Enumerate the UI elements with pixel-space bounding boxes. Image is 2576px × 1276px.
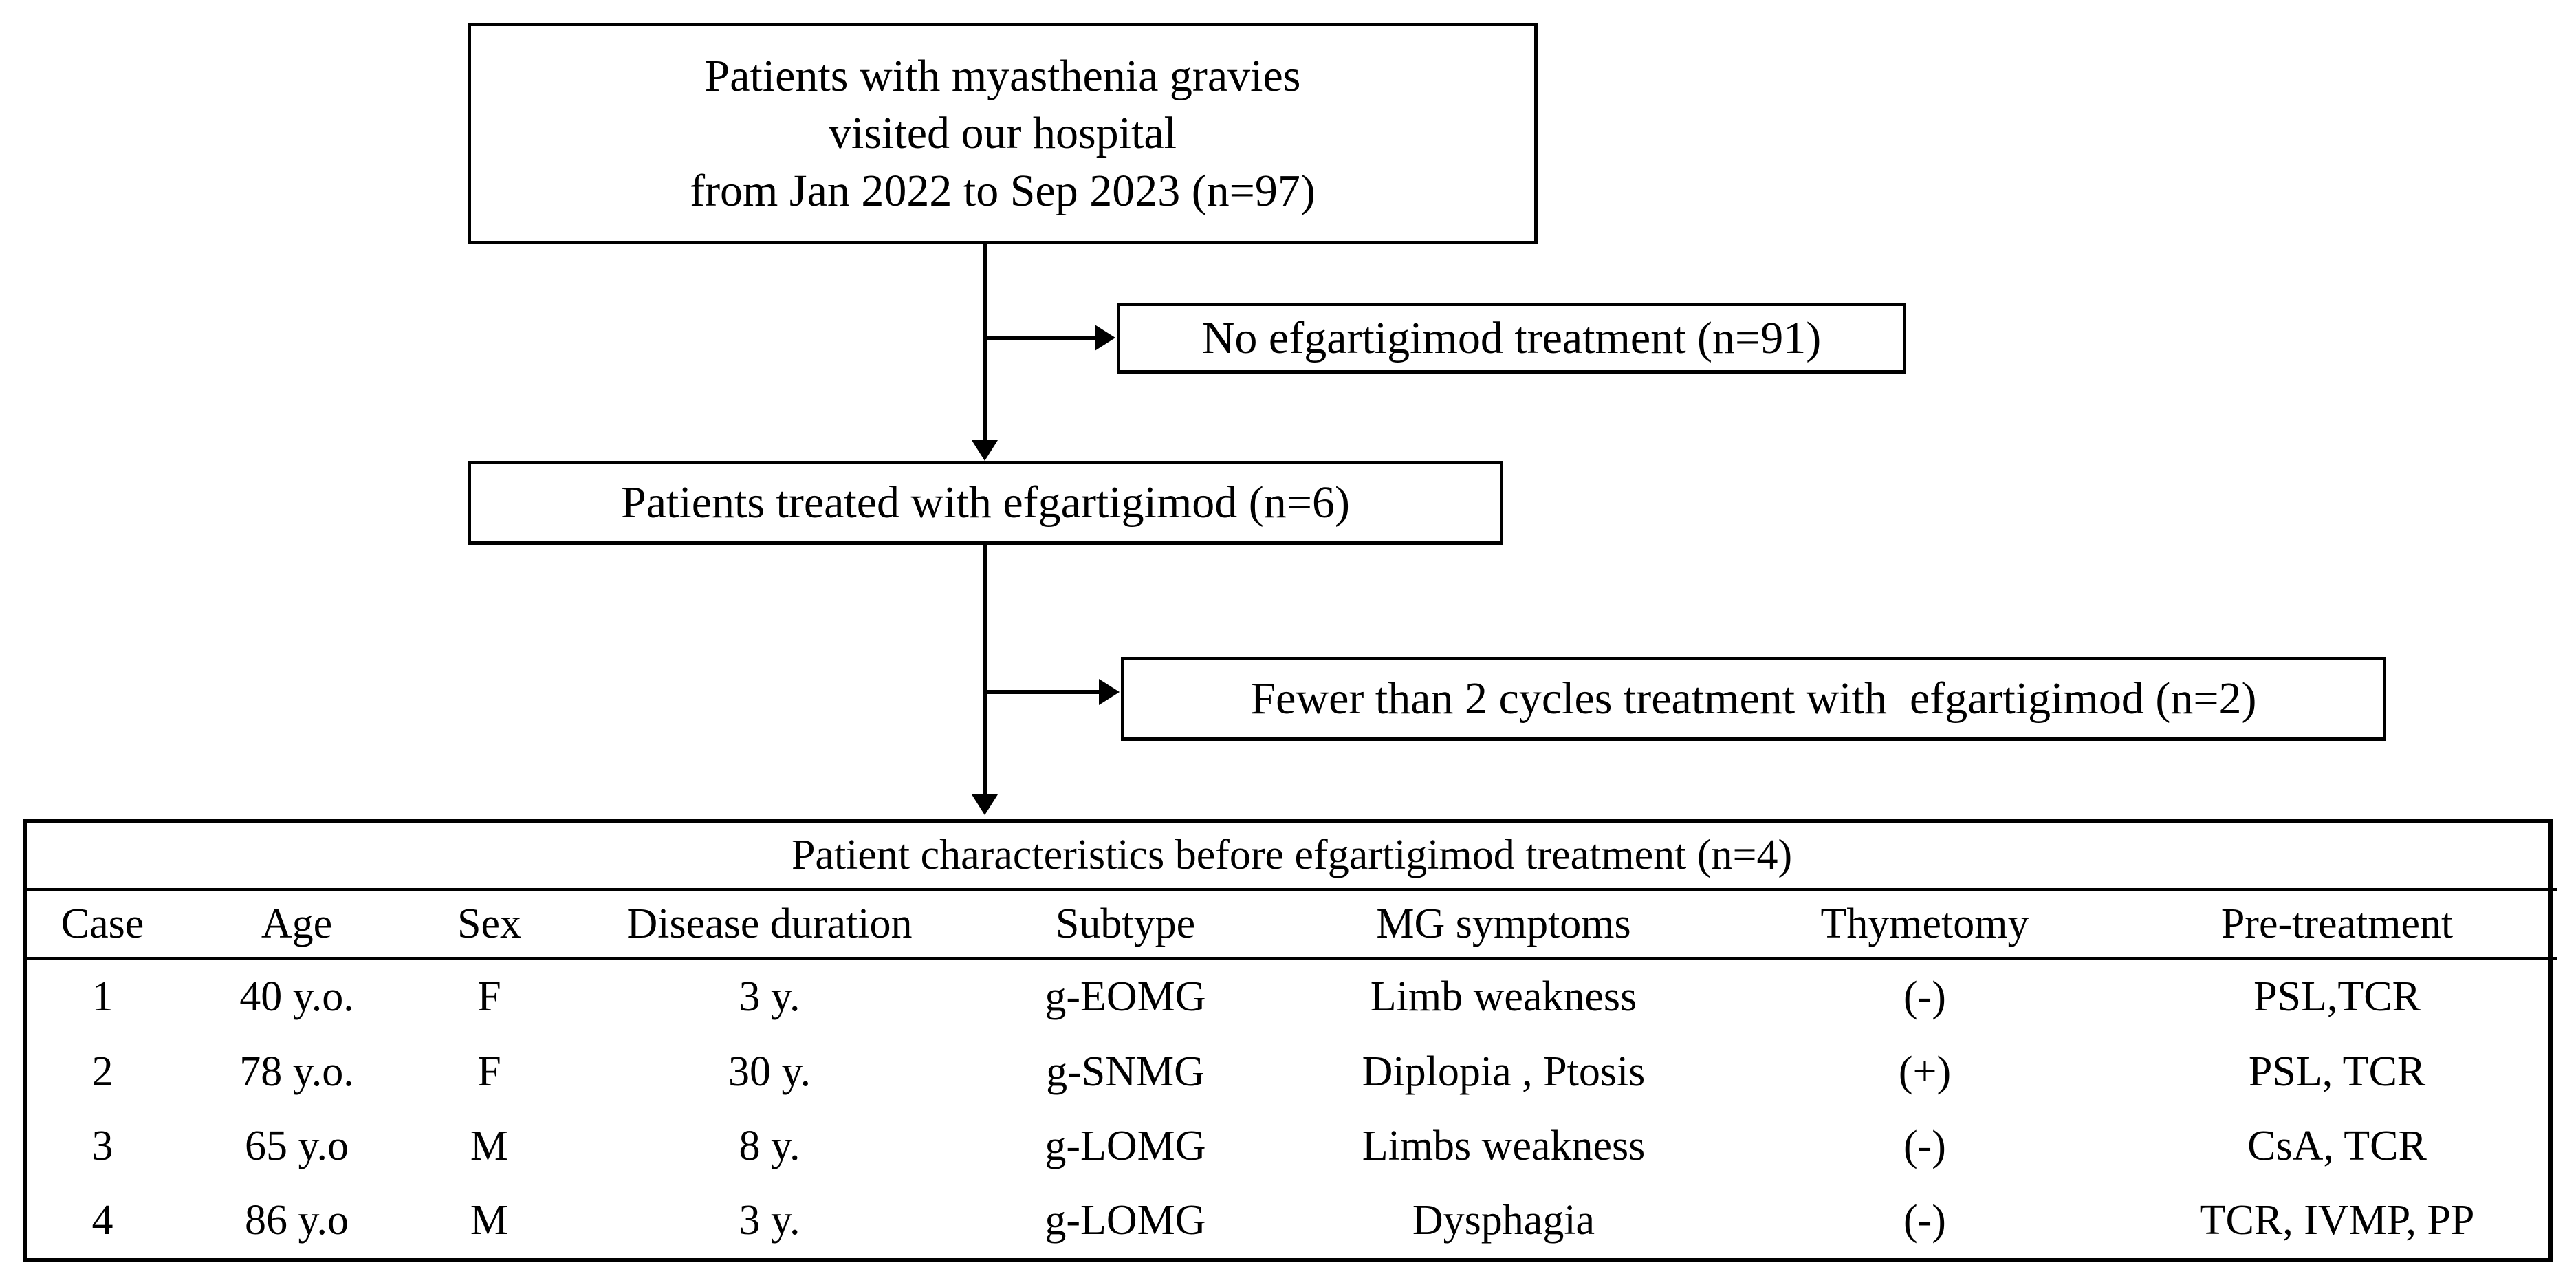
cell-pretreatment: CsA, TCR: [2247, 1122, 2427, 1169]
cell-subtype: g-EOMG: [1045, 973, 1206, 1021]
column-header-age: Age: [178, 889, 415, 960]
table-header-row: Case Age Sex Disease duration Subtype MG…: [27, 889, 2557, 960]
treated-box: Patients treated with efgartigimod (n=6): [468, 461, 1503, 545]
cell-case: 1: [91, 973, 113, 1021]
column-header-subtype: Subtype: [976, 889, 1275, 960]
cell-pretreatment: PSL, TCR: [2248, 1048, 2426, 1095]
connector-trunk-lower: [983, 545, 987, 798]
cohort-line-2: visited our hospital: [829, 108, 1177, 159]
cell-subtype: g-LOMG: [1045, 1122, 1206, 1169]
table-row: 3 65 y.o M 8 y. g-LOMG Limbs weakness (-…: [27, 1109, 2557, 1183]
connector-branch-no-treatment: [985, 336, 1096, 340]
cell-duration: 30 y.: [728, 1048, 811, 1095]
cohort-box: Patients with myasthenia gravies visited…: [468, 23, 1538, 244]
connector-trunk-upper: [983, 244, 987, 445]
table-row: 2 78 y.o. F 30 y. g-SNMG Diplopia , Ptos…: [27, 1035, 2557, 1109]
patient-characteristics-table: Patient characteristics before efgartigi…: [23, 819, 2557, 1262]
cell-duration: 3 y.: [739, 1197, 800, 1244]
cell-duration: 3 y.: [739, 973, 800, 1021]
column-header-disease-duration: Disease duration: [563, 889, 976, 960]
cell-case: 3: [91, 1122, 113, 1169]
table-row: 4 86 y.o M 3 y. g-LOMG Dysphagia (-) TCR…: [27, 1184, 2557, 1258]
cell-sex: M: [470, 1122, 509, 1169]
cell-symptoms: Limbs weakness: [1362, 1122, 1646, 1169]
cell-sex: M: [470, 1197, 509, 1244]
cell-pretreatment: PSL,TCR: [2253, 973, 2421, 1021]
arrow-into-treated-box: [972, 440, 998, 461]
cell-age: 86 y.o: [245, 1197, 349, 1244]
column-header-thymetomy: Thymetomy: [1732, 889, 2117, 960]
column-header-mg-symptoms: MG symptoms: [1275, 889, 1732, 960]
cohort-line-3: from Jan 2022 to Sep 2023 (n=97): [690, 165, 1316, 216]
arrow-into-table: [972, 794, 998, 815]
cohort-line-1: Patients with myasthenia gravies: [704, 51, 1301, 102]
cell-sex: F: [477, 1048, 501, 1095]
cell-duration: 8 y.: [739, 1122, 800, 1169]
cell-age: 65 y.o: [245, 1122, 349, 1169]
table-row: 1 40 y.o. F 3 y. g-EOMG Limb weakness (-…: [27, 958, 2557, 1035]
table-title: Patient characteristics before efgartigi…: [27, 823, 2557, 891]
arrow-into-no-treatment-box: [1095, 325, 1115, 351]
treated-label: Patients treated with efgartigimod (n=6): [621, 477, 1350, 528]
column-header-case: Case: [27, 889, 178, 960]
cell-case: 4: [91, 1197, 113, 1244]
no-treatment-label: No efgartigimod treatment (n=91): [1201, 312, 1822, 363]
cell-thymectomy: (-): [1903, 1122, 1946, 1169]
arrow-into-fewer-cycles-box: [1099, 679, 1120, 705]
column-header-sex: Sex: [415, 889, 563, 960]
cell-sex: F: [477, 973, 501, 1021]
cell-subtype: g-LOMG: [1045, 1197, 1206, 1244]
fewer-cycles-label: Fewer than 2 cycles treatment with efgar…: [1250, 673, 2257, 724]
table-title-row: Patient characteristics before efgartigi…: [27, 823, 2557, 891]
cell-thymectomy: (-): [1903, 1197, 1946, 1244]
fewer-cycles-box: Fewer than 2 cycles treatment with efgar…: [1121, 657, 2386, 741]
cell-symptoms: Diplopia , Ptosis: [1362, 1048, 1646, 1095]
cell-thymectomy: (+): [1898, 1048, 1952, 1095]
cell-age: 40 y.o.: [239, 973, 354, 1021]
cell-symptoms: Limb weakness: [1370, 973, 1637, 1021]
cell-subtype: g-SNMG: [1046, 1048, 1205, 1095]
connector-branch-fewer-cycles: [985, 690, 1100, 694]
cell-symptoms: Dysphagia: [1412, 1197, 1595, 1244]
no-treatment-box: No efgartigimod treatment (n=91): [1117, 303, 1906, 374]
cell-case: 2: [91, 1048, 113, 1095]
cell-pretreatment: TCR, IVMP, PP: [2199, 1197, 2475, 1244]
column-header-pre-treatment: Pre-treatment: [2117, 889, 2557, 960]
cell-age: 78 y.o.: [239, 1048, 354, 1095]
cell-thymectomy: (-): [1903, 973, 1946, 1021]
